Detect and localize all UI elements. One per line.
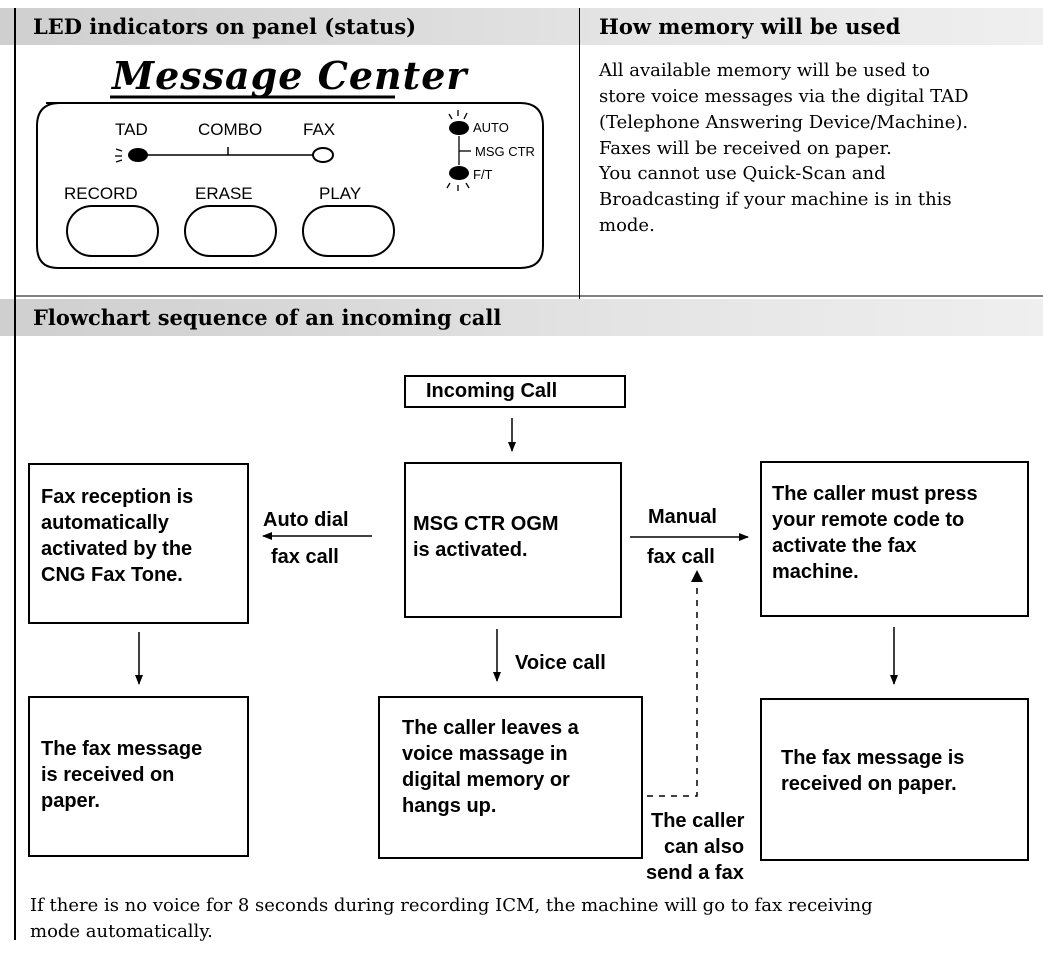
- incoming-call-box: [404, 375, 626, 408]
- column-divider: [579, 8, 580, 299]
- fax-reception-box: [28, 463, 249, 624]
- remote-code-line-3: activate the fax: [772, 535, 917, 557]
- footer-line-1: If there is no voice for 8 seconds durin…: [30, 895, 873, 916]
- voice-message-line-3: digital memory or: [402, 769, 570, 791]
- incoming-call-text: Incoming Call: [426, 380, 558, 402]
- fax-call-right-label: fax call: [647, 546, 715, 568]
- memory-line-5: You cannot use Quick-Scan and: [599, 163, 886, 184]
- msg-ctr-ogm-box: [404, 462, 622, 618]
- voice-message-box: [378, 696, 643, 859]
- fax-received-right-line-2: received on paper.: [781, 773, 957, 795]
- record-label: RECORD: [64, 184, 138, 203]
- remote-code-line-2: your remote code to: [772, 509, 965, 531]
- voice-message-line-4: hangs up.: [402, 795, 497, 817]
- also-fax-line-1: The caller: [651, 810, 745, 832]
- fax-call-left-label: fax call: [271, 546, 339, 568]
- ft-label: F/T: [473, 167, 493, 182]
- also-fax-line-2: can also: [664, 836, 745, 858]
- voice-call-label: Voice call: [515, 652, 606, 674]
- fax-received-box-left: [28, 696, 249, 857]
- fax-received-right-line-1: The fax message is: [781, 747, 965, 769]
- memory-line-1: All available memory will be used to: [599, 60, 930, 81]
- fax-led: [312, 147, 334, 163]
- remote-code-box: [760, 461, 1029, 617]
- memory-line-2: store voice messages via the digital TAD: [599, 86, 969, 107]
- memory-section-title: How memory will be used: [599, 14, 901, 39]
- dashed-arrow-also-fax: [647, 580, 698, 797]
- led-section-title: LED indicators on panel (status): [33, 14, 417, 39]
- combo-label: COMBO: [198, 120, 263, 139]
- dashed-arrowhead: [691, 570, 703, 582]
- erase-label: ERASE: [195, 184, 253, 203]
- fax-received-box-right: [760, 698, 1029, 861]
- fax-reception-line-4: CNG Fax Tone.: [41, 564, 183, 586]
- message-center-logo: Message Center: [112, 53, 468, 98]
- led-section-header: [0, 8, 1043, 45]
- manual-label: Manual: [648, 506, 717, 528]
- flowchart-section-header: [0, 299, 1043, 336]
- fax-reception-line-3: activated by the: [41, 538, 193, 560]
- memory-line-6: Broadcasting if your machine is in this: [599, 189, 952, 210]
- tad-led: [128, 148, 148, 162]
- erase-button: [184, 205, 277, 257]
- flowchart-section-title: Flowchart sequence of an incoming call: [33, 305, 502, 330]
- play-label: PLAY: [319, 184, 362, 203]
- msg-ctr-ogm-line-1: MSG CTR OGM: [413, 513, 559, 535]
- fax-received-left-line-3: paper.: [41, 790, 100, 812]
- tad-led-glow: [115, 148, 123, 163]
- auto-led: [449, 121, 469, 135]
- memory-line-4: Faxes will be received on paper.: [599, 138, 892, 159]
- auto-led-glow: [448, 110, 468, 120]
- panel-outline: [36, 102, 544, 269]
- remote-code-line-4: machine.: [772, 561, 859, 583]
- auto-dial-label: Auto dial: [263, 509, 349, 531]
- voice-message-line-1: The caller leaves a: [402, 717, 579, 739]
- memory-line-3: (Telephone Answering Device/Machine).: [599, 112, 969, 133]
- memory-line-7: mode.: [599, 215, 655, 236]
- fax-reception-line-1: Fax reception is: [41, 486, 194, 508]
- fax-received-left-line-2: is received on: [41, 764, 175, 786]
- play-button: [302, 205, 395, 257]
- tad-label: TAD: [115, 120, 148, 139]
- msg-ctr-label: MSG CTR: [475, 144, 535, 159]
- record-button: [66, 205, 159, 257]
- ft-led: [449, 166, 469, 180]
- footer-line-2: mode automatically.: [30, 921, 213, 942]
- also-fax-line-3: send a fax: [646, 862, 744, 884]
- remote-code-line-1: The caller must press: [772, 483, 978, 505]
- fax-label: FAX: [303, 120, 336, 139]
- left-border: [14, 8, 16, 940]
- msg-ctr-ogm-line-2: is activated.: [413, 539, 528, 561]
- fax-received-left-line-1: The fax message: [41, 738, 203, 760]
- auto-label: AUTO: [473, 120, 509, 135]
- fax-reception-line-2: automatically: [41, 512, 169, 534]
- ft-led-glow: [446, 182, 470, 191]
- voice-message-line-2: voice massage in: [402, 743, 568, 765]
